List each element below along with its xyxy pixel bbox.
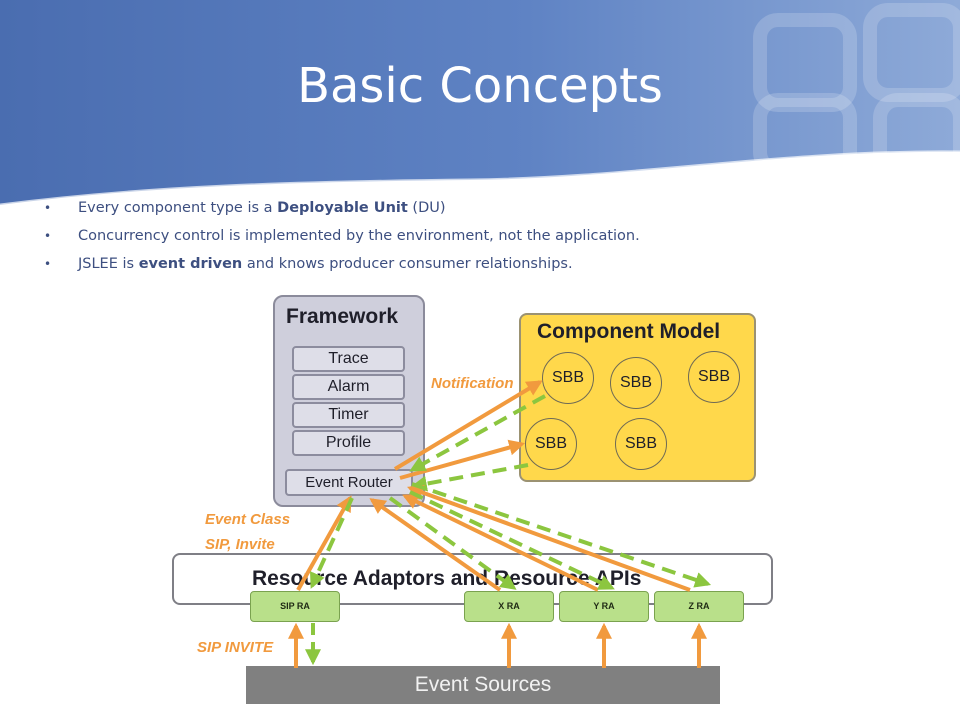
bullet-text: JSLEE is [78, 256, 139, 272]
sbb-node: SBB [542, 352, 594, 404]
framework-item-trace: Trace [292, 346, 405, 372]
bullet-text: (DU) [407, 200, 446, 216]
sbb-node: SBB [615, 418, 667, 470]
reply-arrow [409, 490, 615, 590]
resource-adaptors-title: Resource Adaptors and Resource APIs [252, 567, 642, 590]
sbb-node: SBB [525, 418, 577, 470]
event-arrow [296, 495, 352, 591]
bullet-list: Every component type is a Deployable Uni… [44, 196, 640, 280]
sbb-node: SBB [610, 357, 662, 409]
framework-item-alarm: Alarm [292, 374, 405, 400]
reply-arrow [411, 482, 712, 588]
sip-invite-class-label: SIP, Invite [205, 536, 275, 553]
bullet-item: Every component type is a Deployable Uni… [44, 196, 640, 224]
y-ra-box: Y RA [559, 591, 649, 622]
reply-arrow [310, 497, 354, 589]
bullet-text: Every component type is a [78, 200, 278, 216]
event-router: Event Router [285, 469, 413, 496]
header-banner [0, 0, 960, 207]
response-arrow [410, 463, 529, 492]
notification-arrow [399, 439, 526, 480]
framework-item-profile: Profile [292, 430, 405, 456]
event-sources-bar: Event Sources [246, 666, 720, 704]
bullet-text: Concurrency control is implemented by th… [78, 228, 640, 244]
x-ra-box: X RA [464, 591, 554, 622]
bullet-bold-text: Deployable Unit [277, 200, 408, 216]
bullet-text: and knows producer consumer relationship… [242, 256, 573, 272]
notification-arrow [393, 380, 543, 471]
response-arrow [409, 394, 546, 472]
event-arrow [369, 498, 502, 592]
bullet-item: JSLEE is event driven and knows producer… [44, 252, 640, 280]
slide-title: Basic Concepts [297, 58, 663, 114]
sip-invite-label: SIP INVITE [197, 639, 274, 656]
z-ra-box: Z RA [654, 591, 744, 622]
notification-label: Notification [431, 375, 514, 392]
sbb-node: SBB [688, 351, 740, 403]
sip-ra-box: SIP RA [250, 591, 340, 622]
bullet-item: Concurrency control is implemented by th… [44, 224, 640, 252]
reply-arrow [388, 496, 517, 590]
bullet-bold-text: event driven [138, 256, 243, 272]
event-arrow [402, 494, 599, 592]
component-model-title: Component Model [537, 320, 721, 343]
event-class-label: Event Class [205, 511, 291, 528]
event-arrow [406, 484, 691, 592]
framework-item-timer: Timer [292, 402, 405, 428]
framework-title: Framework [286, 305, 399, 328]
